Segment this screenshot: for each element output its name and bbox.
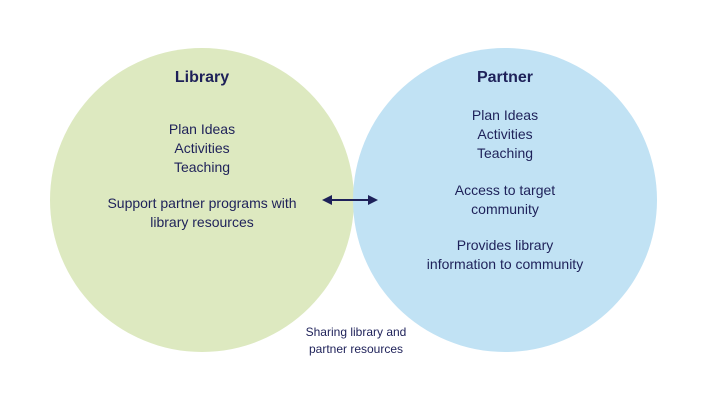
partner-item-teaching: Teaching [476, 145, 534, 161]
double-headed-arrow-icon [322, 195, 378, 205]
library-circle [50, 48, 354, 352]
library-item-teaching: Teaching [173, 159, 231, 175]
library-support-text: Support partner programs with library re… [77, 194, 327, 232]
partner-provides-text: Provides library information to communit… [390, 236, 620, 274]
partner-access-text: Access to target community [405, 181, 605, 219]
library-support-line-1: Support partner programs with [107, 195, 297, 211]
shared-resources-caption: Sharing library and partner resources [281, 324, 431, 358]
library-title: Library [174, 69, 230, 86]
partner-provides-line-1: Provides library [456, 237, 554, 253]
library-support-line-2: library resources [150, 214, 254, 230]
partner-item-plan-ideas: Plan Ideas [471, 107, 539, 123]
library-list: Plan Ideas Activities Teaching [102, 120, 302, 177]
partner-list: Plan Ideas Activities Teaching [405, 106, 605, 163]
shared-caption-line-1: Sharing library and [305, 325, 407, 339]
library-item-plan-ideas: Plan Ideas [168, 121, 236, 137]
partner-provides-line-2: information to community [426, 256, 584, 272]
partner-item-activities: Activities [477, 126, 533, 142]
partner-title: Partner [476, 69, 534, 86]
partner-circle [353, 48, 657, 352]
partner-access-line-2: community [471, 201, 539, 217]
shared-caption-line-2: partner resources [308, 342, 404, 356]
library-item-activities: Activities [174, 140, 230, 156]
partner-access-line-1: Access to target [454, 182, 556, 198]
